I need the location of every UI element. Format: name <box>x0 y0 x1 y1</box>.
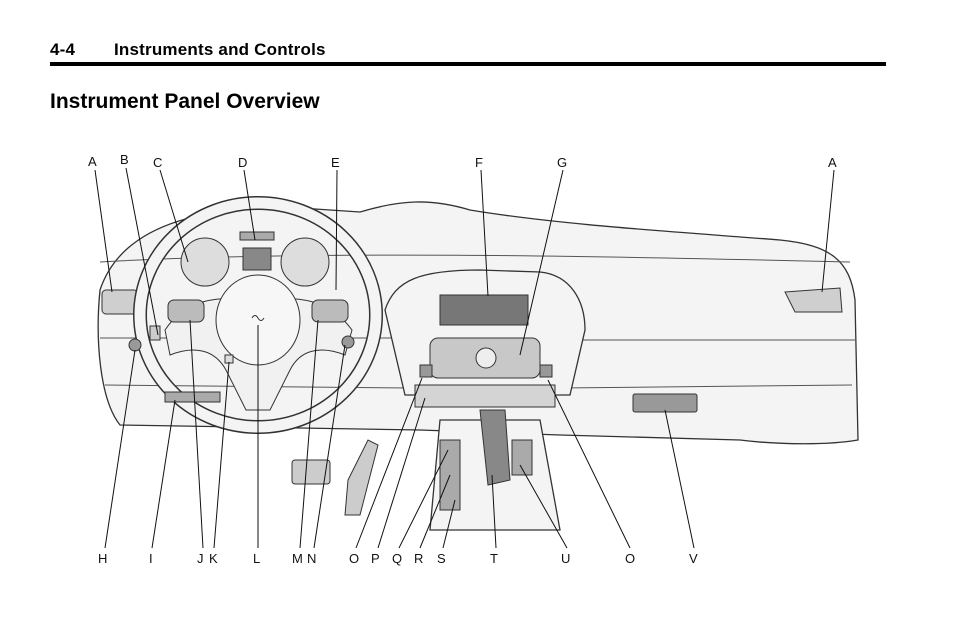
callout-label: K <box>209 551 218 566</box>
console-right-switches <box>511 439 533 476</box>
callout-label: E <box>331 155 340 170</box>
callout-label: L <box>253 551 260 566</box>
callout-label: F <box>475 155 483 170</box>
accelerator-pedal <box>344 439 379 516</box>
section-name: Instruments and Controls <box>114 40 326 59</box>
speedometer-gauge <box>280 237 330 287</box>
shift-lever <box>479 409 511 486</box>
callout-label: R <box>414 551 423 566</box>
callout-label: G <box>557 155 567 170</box>
brake-pedal <box>291 459 331 485</box>
callout-label: N <box>307 551 316 566</box>
callout-label: C <box>153 155 162 170</box>
callout-label: B <box>120 152 129 167</box>
callout-label: O <box>349 551 359 566</box>
callout-label: O <box>625 551 635 566</box>
callout-label: S <box>437 551 446 566</box>
right-steering-controls <box>311 299 349 323</box>
glove-box-handle <box>632 393 698 413</box>
bottom-leader-lines <box>104 319 695 549</box>
callout-label: A <box>88 154 97 169</box>
left-steering-controls <box>167 299 205 323</box>
callout-label: Q <box>392 551 402 566</box>
callout-label: U <box>561 551 570 566</box>
headlamp-switch <box>128 338 142 352</box>
callout-label: M <box>292 551 303 566</box>
ignition-switch <box>341 335 355 349</box>
header-rule <box>50 62 886 66</box>
climate-controls <box>414 384 556 408</box>
tachometer-gauge <box>180 237 230 287</box>
callout-label: T <box>490 551 498 566</box>
left-air-vent <box>101 289 139 315</box>
callout-label: A <box>828 155 837 170</box>
section-title: Instrument Panel Overview <box>50 90 320 113</box>
callout-label: V <box>689 551 698 566</box>
driver-info-display <box>242 247 272 271</box>
brand-emblem-icon <box>251 315 265 321</box>
center-display <box>439 294 529 326</box>
callout-label: I <box>149 551 153 566</box>
top-leader-lines <box>94 167 835 356</box>
page-number: 4-4 <box>50 40 76 59</box>
page-header: 4-4 Instruments and Controls <box>50 40 326 60</box>
callout-label: P <box>371 551 380 566</box>
callout-label: J <box>197 551 204 566</box>
right-air-vent <box>784 287 843 313</box>
callout-label: H <box>98 551 107 566</box>
callout-label: D <box>238 155 247 170</box>
